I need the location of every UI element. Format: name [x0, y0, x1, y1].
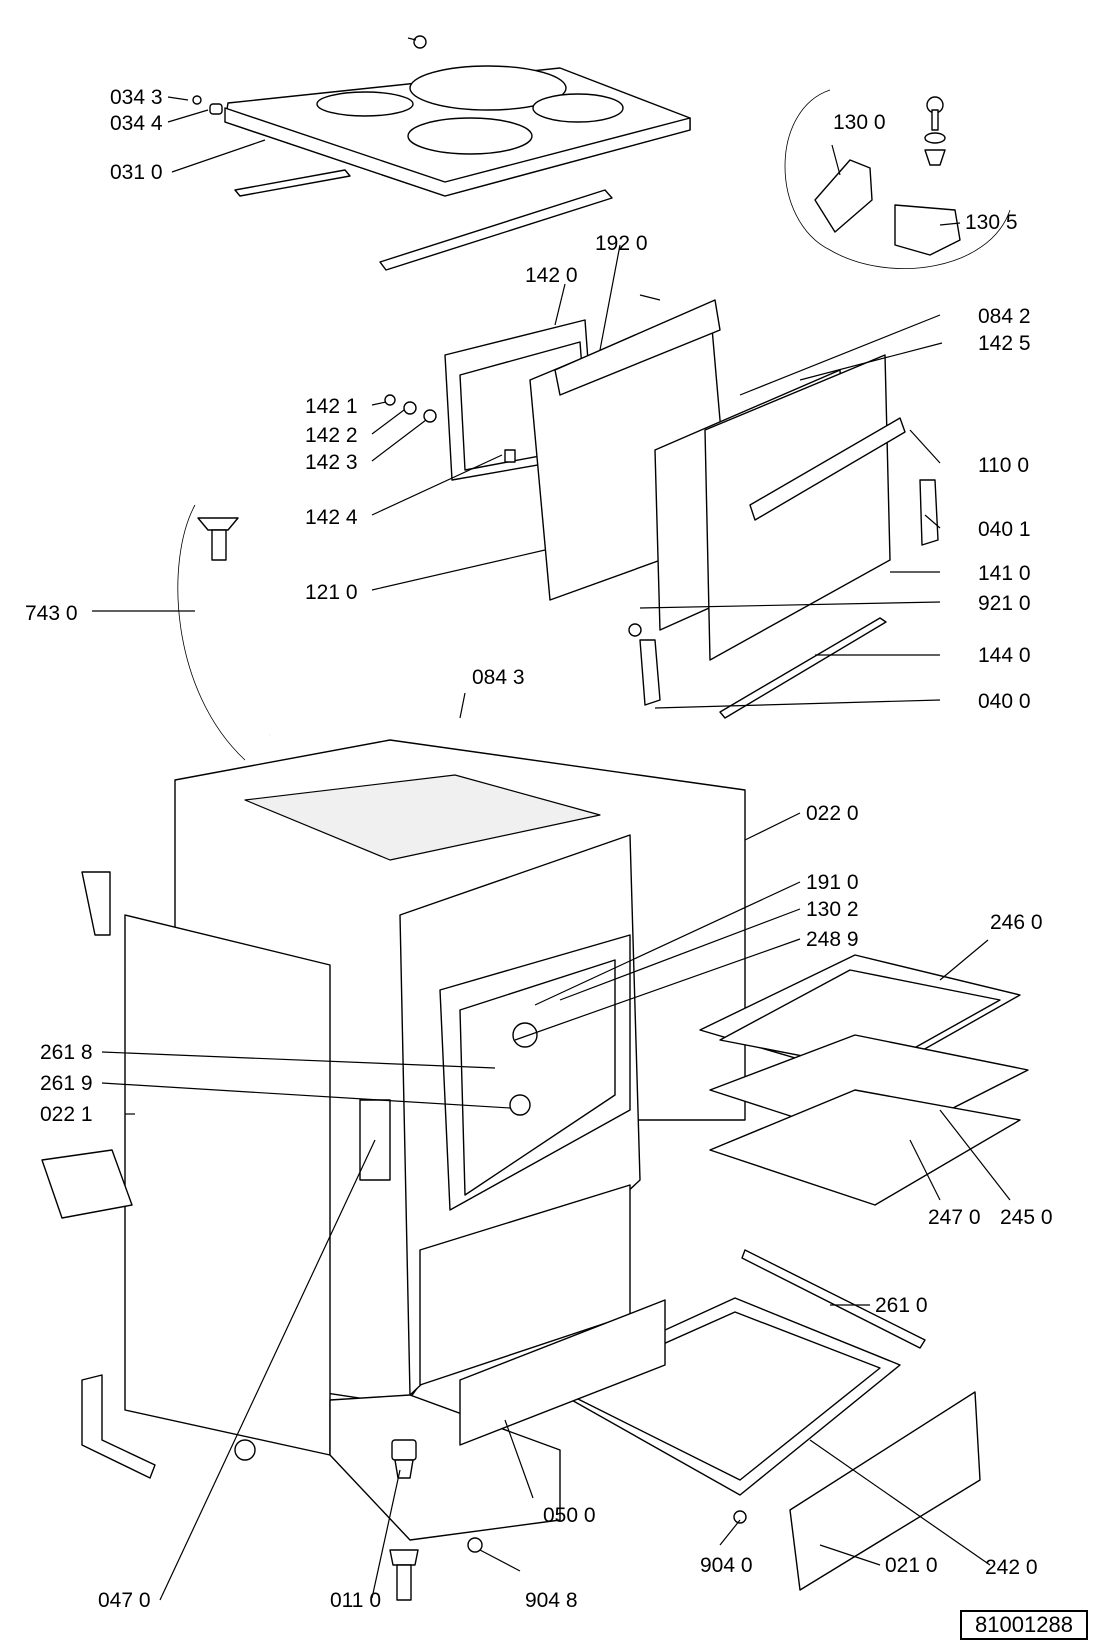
cooktop-panel: [224, 65, 691, 197]
callout-192-0: 192 0: [595, 232, 648, 255]
callout-047-0: 047 0: [98, 1589, 151, 1612]
callout-084-3: 084 3: [472, 666, 525, 689]
callout-142-5: 142 5: [978, 332, 1031, 355]
callout-084-2: 084 2: [978, 305, 1031, 328]
gas-hose: [197, 517, 273, 738]
callout-142-4: 142 4: [305, 506, 358, 529]
callout-261-0: 261 0: [875, 1294, 928, 1317]
callout-191-0: 191 0: [806, 871, 859, 894]
callout-050-0: 050 0: [543, 1504, 596, 1527]
adjustable-foot: [389, 1439, 419, 1601]
callout-141-0: 141 0: [978, 562, 1031, 585]
callout-022-1: 022 1: [40, 1103, 93, 1126]
callout-142-0: 142 0: [525, 264, 578, 287]
document-number: 81001288: [960, 1610, 1088, 1640]
callout-248-9: 248 9: [806, 928, 859, 951]
callout-040-1: 040 1: [978, 518, 1031, 541]
callout-130-5: 130 5: [965, 211, 1018, 234]
callout-040-0: 040 0: [978, 690, 1031, 713]
leader-lines: [92, 96, 1011, 1601]
oven-door-assembly: [384, 294, 939, 719]
cooker-body: [124, 739, 746, 1541]
callout-246-0: 246 0: [990, 911, 1043, 934]
callout-144-0: 144 0: [978, 644, 1031, 667]
callout-130-2: 130 2: [806, 898, 859, 921]
callout-261-9: 261 9: [40, 1072, 93, 1095]
callout-904-8: 904 8: [525, 1589, 578, 1612]
side-rail: [41, 1149, 133, 1219]
callout-110-0: 110 0: [978, 454, 1029, 477]
callout-921-0: 921 0: [978, 592, 1031, 615]
callout-034-3: 034 3: [110, 86, 163, 109]
callout-261-8: 261 8: [40, 1041, 93, 1064]
callout-022-0: 022 0: [806, 802, 859, 825]
callout-034-4: 034 4: [110, 112, 163, 135]
callout-031-0: 031 0: [110, 161, 163, 184]
screw-904-8: [467, 1537, 483, 1553]
callout-743-0: 743 0: [25, 602, 78, 625]
callout-021-0: 021 0: [885, 1554, 938, 1577]
callout-247-0: 247 0: [928, 1206, 981, 1229]
callout-904-0: 904 0: [700, 1554, 753, 1577]
callout-011-0: 011 0: [330, 1589, 381, 1612]
callout-121-0: 121 0: [305, 581, 358, 604]
callout-142-1: 142 1: [305, 395, 358, 418]
callout-242-0: 242 0: [985, 1556, 1038, 1579]
callout-130-0: 130 0: [833, 111, 886, 134]
screw-904-0: [733, 1510, 747, 1524]
callout-245-0: 245 0: [1000, 1206, 1053, 1229]
trays-and-racks: [459, 954, 1029, 1591]
callout-142-3: 142 3: [305, 451, 358, 474]
knob-detail: [784, 89, 1011, 269]
foot-bracket: [81, 1374, 156, 1479]
callout-142-2: 142 2: [305, 424, 358, 447]
wall-bracket: [81, 871, 111, 936]
top-screw: [192, 35, 427, 115]
